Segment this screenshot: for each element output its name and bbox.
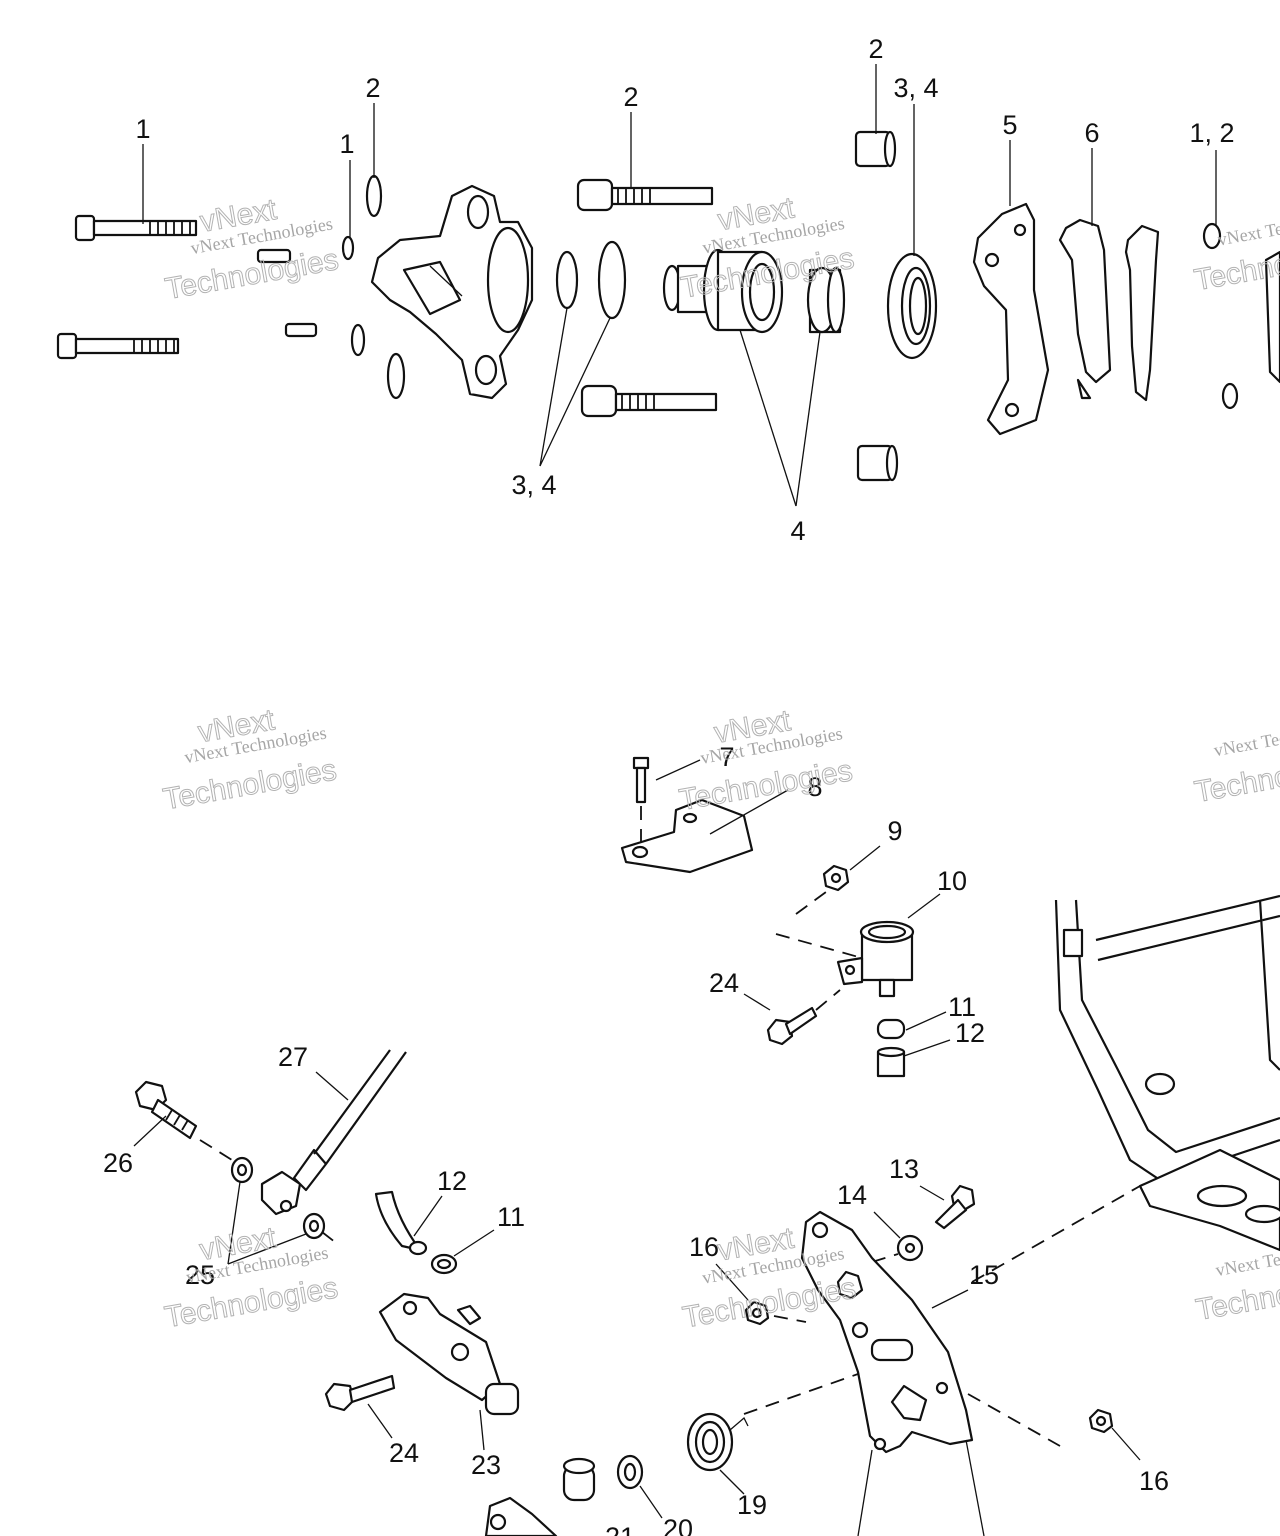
piston-cup (806, 266, 846, 334)
master-cylinder (378, 1292, 520, 1416)
brake-hose (374, 1190, 428, 1256)
callout-11-a: 11 (948, 992, 976, 1022)
watermark: vNext Technologies Technologies (1193, 1235, 1280, 1327)
pin-boot-icon (1221, 382, 1239, 410)
watermark: vNext Technologies Technologies vNext (676, 704, 855, 818)
callout-19: 19 (737, 1490, 767, 1520)
frame-section (1054, 894, 1280, 1252)
watermark-text: Technologies (163, 243, 341, 306)
callout-21: 21 (605, 1522, 635, 1536)
callout-9: 9 (887, 816, 902, 846)
push-rod (260, 1049, 407, 1216)
piston-assembly (662, 248, 784, 334)
caliper-body (370, 184, 534, 400)
callout-5: 5 (1002, 110, 1017, 140)
reservoir-bracket (620, 798, 754, 874)
nut-icon (1088, 1408, 1114, 1434)
callout-24-a: 24 (709, 968, 739, 998)
bushing-upper (854, 130, 897, 168)
pin-boot-icon (1202, 222, 1222, 250)
callout-6: 6 (1084, 118, 1099, 148)
callout-25: 25 (185, 1260, 215, 1290)
dust-seal (597, 240, 627, 320)
callout-8: 8 (807, 772, 822, 802)
brake-hose (876, 1046, 906, 1078)
callout-2-c: 2 (868, 34, 883, 64)
callout-23: 23 (471, 1450, 501, 1480)
callout-27: 27 (278, 1042, 308, 1072)
washer-icon (230, 1156, 254, 1184)
callout-3-4-top: 3, 4 (893, 73, 938, 103)
watermark: vNext Technologies Technologies (1191, 205, 1280, 298)
callout-15: 15 (969, 1260, 999, 1290)
hose-clamp-icon (876, 1018, 906, 1040)
slide-pin-lower (580, 384, 718, 418)
spring-icon (686, 1412, 749, 1472)
callout-3-4-bottom: 3, 4 (511, 470, 556, 500)
callout-7: 7 (719, 742, 734, 772)
callout-2-b: 2 (623, 82, 638, 112)
caliper-bolt-upper (74, 214, 198, 242)
callout-1-2: 1, 2 (1189, 118, 1234, 148)
bolt-icon (766, 1006, 818, 1046)
callout-10: 10 (937, 866, 967, 896)
brake-pad-outer (1124, 224, 1160, 402)
washer-icon (365, 174, 383, 218)
caliper-bolt-lower (56, 332, 180, 360)
washer-icon (350, 323, 366, 357)
hose-clamp-icon (430, 1253, 458, 1275)
bolt-icon (134, 1080, 198, 1140)
bolt-icon (934, 1184, 976, 1230)
pivot-bushing (562, 1457, 596, 1502)
piston-seal (555, 250, 579, 310)
brake-fluid-reservoir (836, 920, 915, 998)
caliper-bracket (972, 202, 1050, 436)
nut-icon (744, 1300, 770, 1326)
callout-14: 14 (837, 1180, 867, 1210)
bleeder-fitting-icon (256, 248, 318, 338)
washer-icon (616, 1454, 644, 1490)
callout-20: 20 (663, 1514, 693, 1536)
callout-1: 1 (135, 114, 150, 144)
watermark-text: vNext Technologies (1212, 716, 1280, 761)
washer-icon (302, 1212, 326, 1240)
caliper-housing-partial (1264, 250, 1280, 384)
watermark: vNext Technologies Technologies vNext (160, 703, 339, 817)
large-seal (886, 252, 938, 360)
nut-icon (822, 864, 850, 892)
callout-12-b: 12 (437, 1166, 467, 1196)
callout-13: 13 (889, 1154, 919, 1184)
washer-icon (341, 235, 355, 261)
callout-12-a: 12 (955, 1018, 985, 1048)
callout-11-b: 11 (497, 1202, 525, 1232)
watermark: vNext Technologies Technologies vNext (162, 192, 341, 306)
callout-16-b: 16 (1139, 1466, 1169, 1496)
callout-24-b: 24 (389, 1438, 419, 1468)
callout-26: 26 (103, 1148, 133, 1178)
watermark: vNext Technologies Technologies (1192, 716, 1280, 810)
bolt-icon (632, 756, 650, 842)
bushing-lower (856, 444, 899, 482)
washer-icon (896, 1234, 924, 1262)
brake-pad-inner (1058, 218, 1112, 400)
callout-16-a: 16 (689, 1232, 719, 1262)
slide-pin-upper (576, 178, 714, 212)
callout-1-small: 1 (339, 129, 354, 159)
washer-icon (386, 352, 406, 400)
callout-2-a: 2 (365, 73, 380, 103)
callout-4: 4 (790, 516, 805, 546)
brake-pedal-plate (800, 1210, 974, 1454)
watermark-text: vNext Technologies (1216, 205, 1280, 250)
bolt-icon (324, 1374, 396, 1412)
